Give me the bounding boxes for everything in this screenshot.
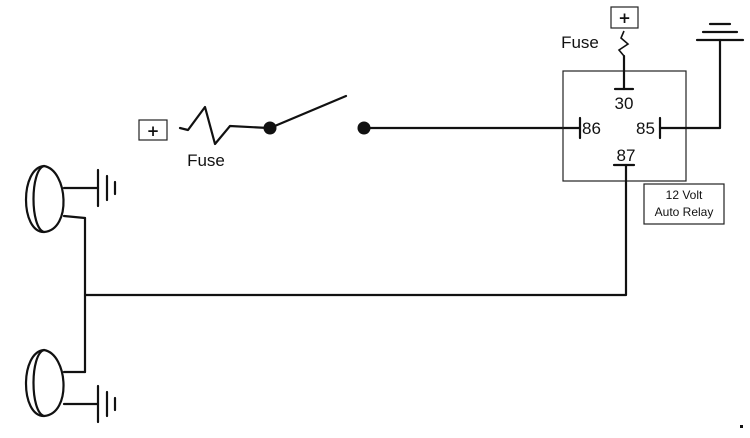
- relay-label-line2: Auto Relay: [655, 205, 714, 219]
- headlight-upper-reflector: [32, 164, 46, 234]
- headlight-lower-reflector: [32, 348, 46, 418]
- ground-symbol-lower-light: [96, 384, 117, 424]
- wire-85-to-ground: [658, 38, 722, 130]
- switch-lever: [268, 94, 348, 130]
- plus-label-top: +: [618, 9, 631, 27]
- plus-label-left: +: [147, 122, 160, 140]
- headlight-upper-feed-wire: [62, 214, 87, 220]
- ground-symbol-top: [695, 22, 745, 42]
- fuse-left-symbol: [178, 105, 270, 146]
- wire-87-to-lights: [83, 163, 628, 297]
- positive-terminal-left: +: [138, 119, 168, 141]
- headlight-upper-lens: [25, 164, 65, 234]
- positive-terminal-top: +: [610, 6, 639, 29]
- fuse-top-label: Fuse: [561, 33, 599, 52]
- ground-symbol-upper-light: [96, 168, 117, 208]
- headlight-lower: [25, 348, 117, 424]
- pin-86-label: 86: [582, 119, 601, 138]
- pin-87-label: 87: [617, 146, 636, 165]
- headlight-upper: [25, 164, 117, 234]
- relay-label: 12 Volt Auto Relay: [643, 183, 725, 225]
- switch: [263, 94, 371, 135]
- pin-30-label: 30: [615, 94, 634, 113]
- fuse-top-symbol: [617, 30, 630, 57]
- stray-mark: [740, 425, 743, 428]
- headlight-lower-lens: [25, 348, 65, 418]
- pin-85-label: 85: [636, 119, 655, 138]
- fuse-left-label: Fuse: [187, 151, 225, 170]
- relay-label-line1: 12 Volt: [666, 188, 703, 202]
